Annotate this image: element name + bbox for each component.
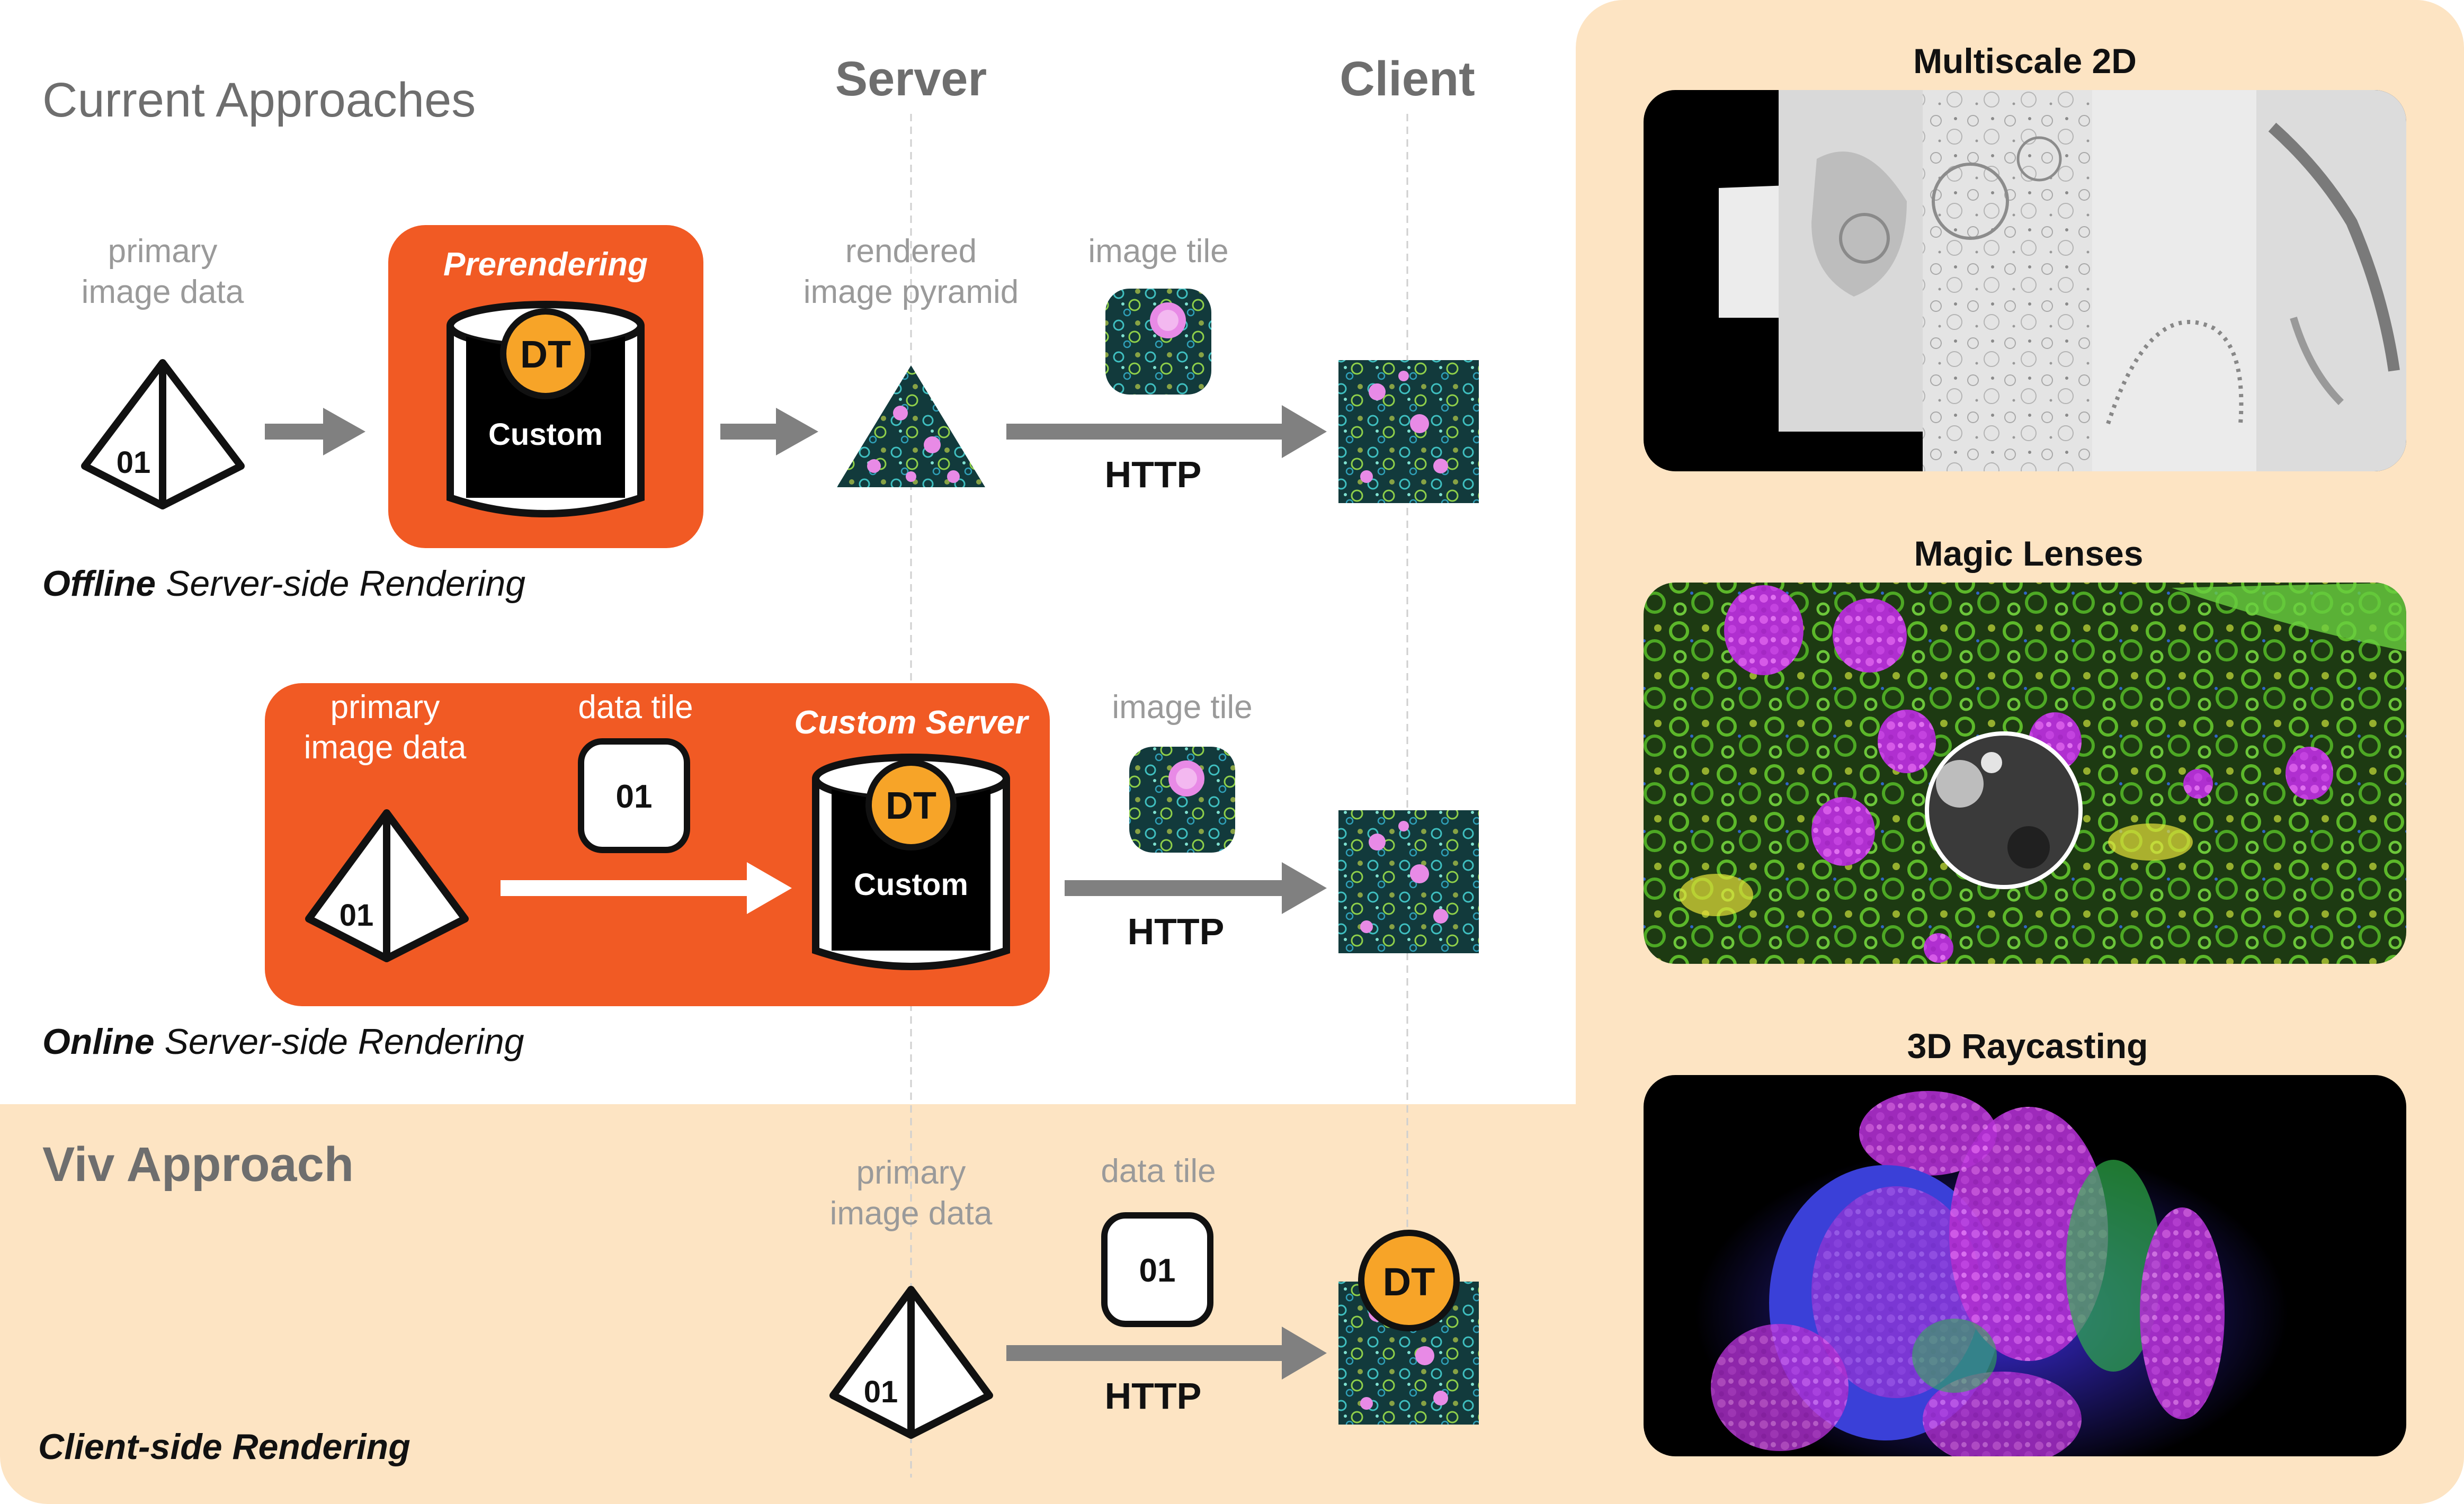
offline-primary-label-2: image data	[82, 274, 244, 310]
offline-custom-text: Custom	[488, 417, 603, 452]
rendered-image-pyramid	[837, 365, 985, 487]
online-internal-arrow	[501, 862, 792, 914]
viv-data-tile-value: 01	[1139, 1252, 1176, 1289]
3d-raycasting-image	[1644, 1075, 2406, 1456]
online-image-tile-label: image tile	[1112, 689, 1252, 726]
svg-text:01: 01	[340, 898, 374, 933]
viv-pyramid-icon: 01	[829, 1286, 993, 1439]
online-primary-label-2: image data	[304, 729, 467, 766]
offline-http-label: HTTP	[1105, 454, 1202, 495]
magic-lenses-title: Magic Lenses	[1914, 534, 2144, 573]
client-heading: Client	[1340, 52, 1475, 106]
offline-arrow-1	[265, 408, 365, 455]
offline-arrow-2	[720, 408, 818, 455]
offline-primary-label-1: primary	[108, 233, 218, 270]
viv-primary-label-2: image data	[830, 1195, 993, 1232]
rendered-label-1: rendered	[845, 233, 977, 270]
offline-http-arrow	[1006, 405, 1327, 458]
online-http-arrow	[1065, 862, 1327, 914]
online-pyramid-icon: 01	[305, 809, 469, 962]
viv-data-tile-icon	[1101, 1212, 1213, 1327]
multiscale-title: Multiscale 2D	[1913, 41, 2137, 80]
online-image-tile	[1129, 747, 1235, 853]
svg-text:01: 01	[864, 1375, 898, 1409]
online-data-tile-icon	[578, 738, 690, 853]
offline-pyramid-icon: 01	[81, 359, 245, 509]
prerendering-title: Prerendering	[443, 246, 648, 283]
viv-dt-text: DT	[1383, 1260, 1435, 1304]
viv-http-arrow	[1006, 1327, 1327, 1380]
online-data-tile-value: 01	[616, 778, 653, 815]
multiscale-2d-image	[1644, 90, 2406, 471]
server-heading: Server	[835, 52, 987, 106]
offline-dt-text: DT	[520, 334, 571, 376]
raycasting-title: 3D Raycasting	[1907, 1026, 2148, 1066]
online-primary-label-1: primary	[331, 689, 440, 726]
custom-server-title: Custom Server	[794, 704, 1029, 741]
online-client-tile	[1338, 810, 1479, 953]
online-custom-text: Custom	[854, 867, 968, 902]
viv-dt-badge	[1358, 1230, 1460, 1331]
viv-primary-label-1: primary	[856, 1154, 966, 1191]
offline-dt-badge	[500, 308, 591, 399]
magic-lenses-image	[1644, 583, 2406, 964]
online-dt-text: DT	[886, 785, 936, 827]
offline-client-tile	[1338, 360, 1479, 503]
rendered-label-2: image pyramid	[804, 274, 1019, 310]
online-caption: Online Server-side Rendering	[42, 1022, 524, 1062]
viv-approach-heading: Viv Approach	[42, 1138, 354, 1192]
viv-caption: Client-side Rendering	[38, 1427, 410, 1467]
current-approaches-heading: Current Approaches	[42, 73, 476, 127]
online-http-label: HTTP	[1128, 911, 1225, 952]
offline-image-tile-label: image tile	[1088, 233, 1228, 270]
viv-http-label: HTTP	[1105, 1375, 1202, 1417]
svg-text:01: 01	[117, 445, 151, 480]
viv-data-tile-label: data tile	[1101, 1153, 1216, 1189]
online-database-icon	[812, 754, 1010, 970]
online-dt-badge	[865, 759, 957, 851]
online-data-tile-label: data tile	[578, 689, 693, 726]
offline-image-tile	[1105, 289, 1211, 395]
offline-caption: Offline Server-side Rendering	[42, 563, 525, 604]
